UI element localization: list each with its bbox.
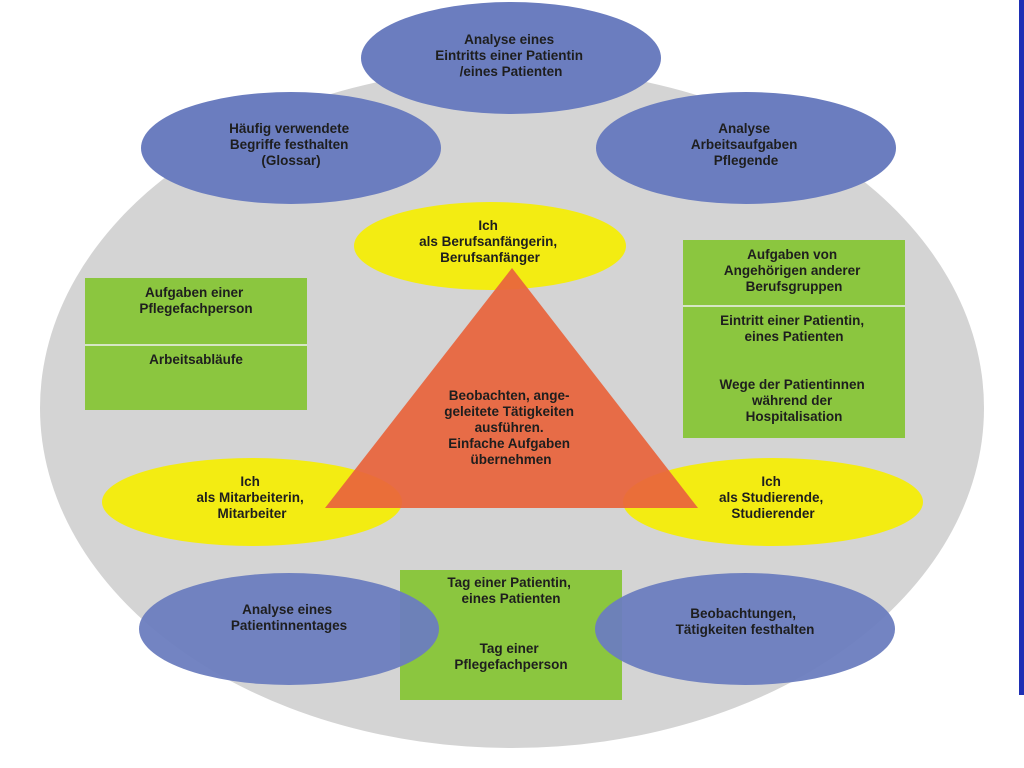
ellipse-text: Analyse eines	[464, 32, 554, 47]
svg-text:Aufgaben von Angehörigen: Aufgaben von Angehörigen anderer Berufsg…	[724, 247, 864, 294]
triangle-text: übernehmen	[470, 452, 551, 467]
box-text: während der	[751, 393, 833, 408]
ellipse-text: Studierender	[731, 506, 815, 521]
triangle-text: Beobachten, ange-	[449, 388, 570, 403]
box-text: eines Patienten	[744, 329, 843, 344]
green-box-left: Aufgaben einer Pflegefachperson Arbeitsa…	[85, 278, 307, 410]
svg-text:Analyse eines Patientinn: Analyse eines Patientinnentages	[231, 602, 347, 633]
yellow-ellipse-top: Ich als Berufsanfängerin, Berufsanfänger	[354, 202, 626, 290]
triangle-text: geleitete Tätigkeiten	[444, 404, 574, 419]
ellipse-text: Mitarbeiter	[217, 506, 287, 521]
box-text: Pflegefachperson	[139, 301, 252, 316]
svg-text:Analyse Arbeitsaufgaben: Analyse Arbeitsaufgaben Pflegende	[691, 121, 801, 168]
ellipse-text: Pflegende	[714, 153, 779, 168]
ellipse-text: /eines Patienten	[460, 64, 563, 79]
svg-text:Wege der Patientinnen wä: Wege der Patientinnen während der Hospit…	[719, 377, 868, 424]
svg-text:Ich als Mitarbeiterin,: Ich als Mitarbeiterin, Mitarbeiter	[196, 474, 307, 521]
svg-text:Beobachtungen, Tätigkeit: Beobachtungen, Tätigkeiten festhalten	[676, 606, 815, 637]
svg-text:Arbeitsabläufe: Arbeitsabläufe	[149, 352, 243, 367]
svg-text:Tag einer Patientin, ein: Tag einer Patientin, eines Patienten	[447, 575, 574, 606]
svg-text:Beobachten, ange- geleit: Beobachten, ange- geleitete Tätigkeiten …	[444, 388, 578, 467]
yellow-ellipse-right: Ich als Studierende, Studierender	[623, 458, 923, 546]
box-text: Aufgaben von	[747, 247, 837, 262]
ellipse-text: Berufsanfänger	[440, 250, 541, 265]
ellipse-text: Arbeitsaufgaben	[691, 137, 798, 152]
svg-text:Eintritt einer Patientin,: Eintritt einer Patientin, eines Patiente…	[720, 313, 868, 344]
ellipse-text: Patientinnentages	[231, 618, 347, 633]
box-text: Tag einer	[480, 641, 540, 656]
box-text: Eintritt einer Patientin,	[720, 313, 864, 328]
svg-text:Ich als Studierende,: Ich als Studierende, Studierender	[719, 474, 827, 521]
svg-text:Aufgaben einer Pflegefac: Aufgaben einer Pflegefachperson	[139, 285, 252, 316]
ellipse-text: als Mitarbeiterin,	[196, 490, 303, 505]
ellipse-text: Ich	[478, 218, 498, 233]
box-text: Pflegefachperson	[454, 657, 567, 672]
ellipse-text: Eintritts einer Patientin	[435, 48, 583, 63]
blue-ellipse-top: Analyse eines Eintritts einer Patientin …	[361, 2, 661, 114]
svg-text:Tag einer Pflegefachpers: Tag einer Pflegefachperson	[454, 641, 567, 672]
blue-ellipse-lower-right: Beobachtungen, Tätigkeiten festhalten	[595, 573, 895, 685]
ellipse-text: Ich	[240, 474, 260, 489]
green-box-right: Aufgaben von Angehörigen anderer Berufsg…	[683, 240, 905, 438]
svg-text:Häufig verwendete Begrif: Häufig verwendete Begriffe festhalten (G…	[229, 121, 353, 168]
ellipse-text: Begriffe festhalten	[230, 137, 349, 152]
blue-ellipse-upper-right: Analyse Arbeitsaufgaben Pflegende	[596, 92, 896, 204]
ellipse-text: Häufig verwendete	[229, 121, 350, 136]
svg-text:Analyse eines Eintritts: Analyse eines Eintritts einer Patientin …	[435, 32, 587, 79]
box-text: Angehörigen anderer	[724, 263, 861, 278]
triangle-text: ausführen.	[475, 420, 544, 435]
ellipse-text: (Glossar)	[261, 153, 320, 168]
ellipse-text: Ich	[761, 474, 781, 489]
ellipse-text: Analyse	[718, 121, 770, 136]
box-text: Aufgaben einer	[145, 285, 244, 300]
box-text: Tag einer Patientin,	[447, 575, 571, 590]
ellipse-text: als Studierende,	[719, 490, 823, 505]
center-triangle: Beobachten, ange- geleitete Tätigkeiten …	[325, 268, 698, 508]
box-text: eines Patienten	[461, 591, 560, 606]
box-text: Hospitalisation	[746, 409, 843, 424]
ellipse-text: Beobachtungen,	[690, 606, 796, 621]
triangle-text: Einfache Aufgaben	[448, 436, 570, 451]
blue-ellipse-upper-left: Häufig verwendete Begriffe festhalten (G…	[141, 92, 441, 204]
ellipse-text: Tätigkeiten festhalten	[676, 622, 815, 637]
ellipse-text: Analyse eines	[242, 602, 332, 617]
yellow-ellipse-left: Ich als Mitarbeiterin, Mitarbeiter	[102, 458, 402, 546]
box-text: Arbeitsabläufe	[149, 352, 243, 367]
side-bar	[1019, 0, 1024, 695]
ellipse-text: als Berufsanfängerin,	[419, 234, 557, 249]
svg-text:Ich als Berufsanfängerin: Ich als Berufsanfängerin, Berufsanfänger	[419, 218, 561, 265]
green-box-bottom-text: Tag einer Patientin, eines Patienten Tag…	[447, 575, 574, 672]
box-text: Wege der Patientinnen	[719, 377, 864, 392]
box-text: Berufsgruppen	[746, 279, 843, 294]
blue-ellipse-lower-left: Analyse eines Patientinnentages	[139, 573, 439, 685]
